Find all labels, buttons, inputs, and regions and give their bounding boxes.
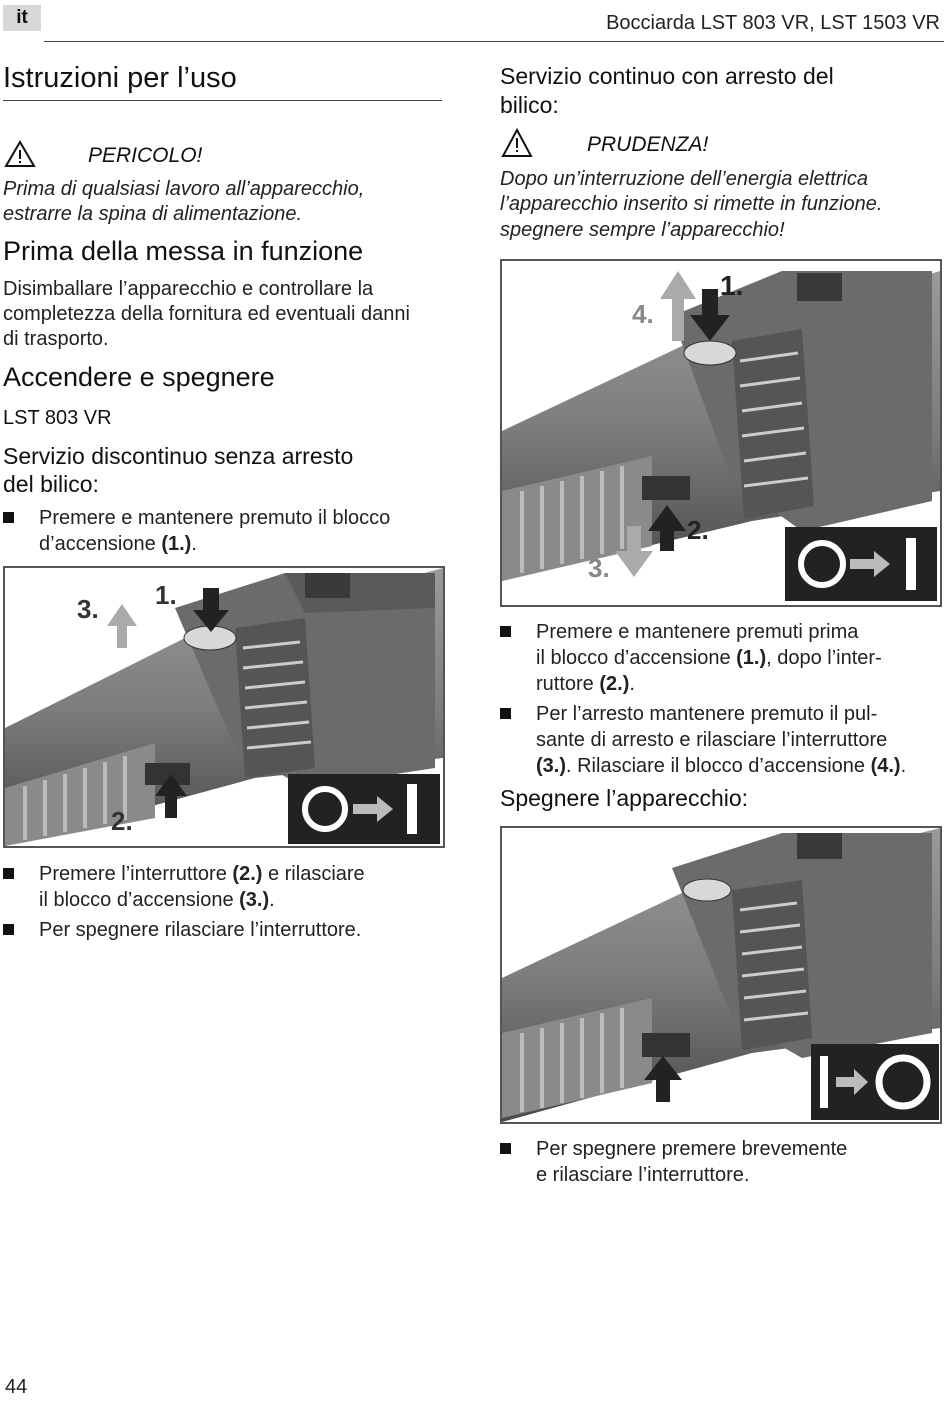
caution-text-2: l’apparecchio inserito si rimette in fun… — [500, 193, 883, 215]
step-ref: (4.) — [870, 755, 901, 777]
grinder-illustration: 3. 1. 2. — [5, 568, 443, 846]
trigger-switch — [642, 1033, 690, 1057]
bullet-text: . — [629, 673, 635, 695]
danger-label: PERICOLO! — [88, 144, 203, 167]
model-label: LST 803 VR — [3, 407, 112, 429]
header-rule — [44, 41, 944, 42]
step-label-3: 3. — [588, 553, 610, 583]
page-number: 44 — [5, 1376, 28, 1398]
list-item: Per spegnere rilasciare l’interruttore. — [3, 917, 443, 943]
bullet-text: il blocco d’accensione — [39, 889, 240, 911]
step-label-3: 3. — [77, 594, 99, 624]
grip-ribs — [5, 743, 155, 846]
arrow-down-icon — [193, 588, 229, 632]
bullet-text: e rilasciare l’interruttore. — [536, 1164, 750, 1186]
step-label-4: 4. — [632, 299, 654, 329]
list-item: Premere l’interruttore (2.) e rilasciare… — [3, 861, 443, 913]
bullet-text: Per spegnere rilasciare l’interruttore. — [39, 919, 362, 941]
step-label-1: 1. — [720, 270, 743, 301]
warning-triangle-icon — [4, 140, 36, 167]
figure-switch-off — [500, 826, 942, 1124]
arrow-up-icon — [155, 774, 187, 818]
on-symbol-icon — [288, 774, 440, 844]
bullet-text: Premere l’interruttore — [39, 863, 233, 885]
grip-ribs — [502, 456, 652, 581]
ventilation-grille — [235, 618, 315, 778]
step-label-2: 2. — [687, 515, 709, 545]
step-ref: (1.) — [161, 533, 192, 555]
arrow-down-icon — [615, 526, 653, 577]
bullet-square — [3, 924, 14, 935]
bullet-text: ruttore — [536, 673, 600, 695]
subsection-intermittent-2: del bilico: — [3, 471, 99, 497]
section-title-commissioning: Prima della messa in funzione — [3, 236, 364, 266]
bullet-text: Per spegnere premere brevemente — [536, 1138, 848, 1160]
bullet-text: . — [269, 889, 275, 911]
step-ref: (3.) — [536, 755, 566, 777]
commissioning-text-2: completezza della fornitura ed eventuali… — [3, 303, 410, 325]
bullet-text: e rilasciare — [262, 863, 365, 885]
section-title-on-off: Accendere e spegnere — [3, 362, 275, 392]
caution-text-3: spegnere sempre l’apparecchio! — [500, 219, 785, 241]
bullet-text: d’accensione — [39, 533, 162, 555]
page-title: Istruzioni per l’uso — [3, 62, 237, 94]
grinder-illustration: 4. 1. 2. 3. — [502, 270, 940, 601]
ventilation-grille — [732, 329, 814, 519]
bullet-text: Premere e mantenere premuti prima — [536, 621, 859, 643]
on-symbol-icon — [785, 527, 937, 601]
bullet-text: , dopo l’inter- — [766, 647, 882, 669]
subsection-continuous-2: bilico: — [500, 92, 559, 118]
list-item: Premere e mantenere premuti prima il blo… — [500, 619, 940, 697]
caution-label: PRUDENZA! — [587, 133, 709, 156]
figure-continuous-operation: 4. 1. 2. 3. — [500, 259, 942, 607]
bullet-text: il blocco d’accensione — [536, 647, 737, 669]
subsection-intermittent-1: Servizio discontinuo senza arresto — [3, 443, 354, 469]
grip-ribs — [502, 998, 652, 1118]
list-item: Per l’arresto mantenere premuto il pul- … — [500, 701, 940, 779]
arrow-up-icon — [107, 604, 137, 648]
arrow-up-icon — [648, 505, 686, 551]
off-symbol-icon — [811, 1044, 939, 1120]
bullet-text: . — [191, 533, 197, 555]
subsection-switch-off: Spegnere l’apparecchio: — [500, 785, 749, 811]
list-item: Premere e mantenere premuto il blocco d’… — [3, 505, 443, 557]
figure-intermittent-operation: 3. 1. 2. — [3, 566, 445, 848]
bullet-square — [3, 868, 14, 879]
trigger-switch — [145, 763, 190, 785]
bullet-square — [3, 512, 14, 523]
commissioning-text-3: di trasporto. — [3, 328, 109, 350]
trigger-switch — [642, 476, 690, 500]
document-title: Bocciarda LST 803 VR, LST 1503 VR — [606, 12, 940, 34]
bullet-text: Premere e mantenere premuto il blocco — [39, 507, 391, 529]
commissioning-text-1: Disimballare l’apparecchio e controllare… — [3, 278, 374, 300]
grinder-illustration — [502, 828, 940, 1122]
danger-text-1: Prima di qualsiasi lavoro all’apparecchi… — [3, 178, 365, 200]
step-ref: (2.) — [232, 863, 263, 885]
language-tag: it — [3, 5, 41, 31]
step-label-2: 2. — [111, 806, 133, 836]
list-item: Per spegnere premere brevemente e rilasc… — [500, 1136, 940, 1188]
bullet-square — [500, 708, 511, 719]
step-ref: (2.) — [599, 673, 630, 695]
lock-button — [683, 340, 737, 366]
subsection-continuous-1: Servizio continuo con arresto del — [500, 63, 834, 89]
bullet-square — [500, 626, 511, 637]
caution-text-1: Dopo un’interruzione dell’energia elettr… — [500, 168, 868, 190]
ventilation-grille — [732, 880, 812, 1050]
danger-text-2: estrarre la spina di alimentazione. — [3, 203, 303, 225]
bullet-text: sante di arresto e rilasciare l’interrut… — [536, 729, 888, 751]
step-ref: (3.) — [239, 889, 270, 911]
arrow-up-icon — [660, 271, 696, 341]
bullet-text: . — [900, 755, 907, 777]
caution-triangle-icon — [501, 128, 533, 157]
arrow-down-icon — [690, 289, 730, 341]
lock-button — [682, 878, 732, 902]
step-label-1: 1. — [155, 580, 177, 610]
arrow-up-icon — [644, 1056, 682, 1102]
step-ref: (1.) — [736, 647, 767, 669]
bullet-text: Per l’arresto mantenere premuto il pul- — [536, 703, 878, 725]
bullet-square — [500, 1143, 511, 1154]
bullet-text: . Rilasciare il blocco d’accensione — [566, 755, 871, 777]
title-rule — [3, 100, 442, 101]
